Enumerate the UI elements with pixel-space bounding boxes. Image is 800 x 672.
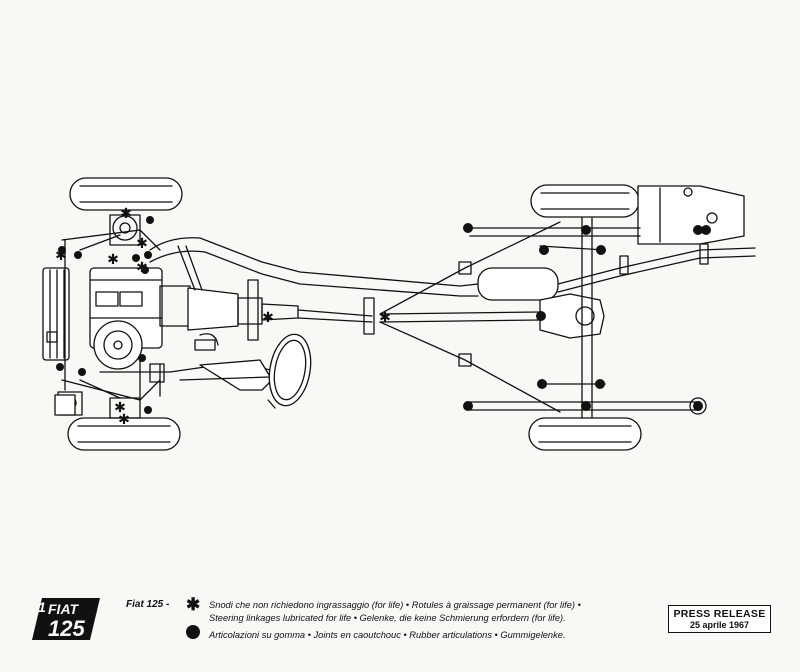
svg-text:✱: ✱ (262, 310, 274, 326)
press-release-box: PRESS RELEASE 25 aprile 1967 (668, 605, 771, 633)
rear-right-wheel (528, 417, 642, 451)
svg-text:✱: ✱ (55, 248, 67, 264)
model-label: Fiat 125 - (126, 599, 170, 610)
press-release-title: PRESS RELEASE (673, 608, 766, 620)
svg-text:✱: ✱ (120, 206, 132, 222)
svg-text:1: 1 (38, 599, 46, 615)
svg-text:✱: ✱ (379, 310, 391, 326)
svg-text:✱: ✱ (136, 236, 148, 252)
press-release-date: 25 aprile 1967 (689, 620, 750, 630)
svg-text:FIAT: FIAT (48, 601, 80, 617)
legend-caption: Fiat 125 - ✱ Snodi che non richiedono in… (126, 595, 656, 643)
radiator (42, 267, 70, 361)
propeller-shaft (297, 297, 541, 335)
steering-wheel (267, 333, 312, 409)
filled-dot-icon (186, 625, 200, 639)
rear-axle (539, 217, 605, 419)
lubricated-legend-line-2: Steering linkages lubricated for life • … (209, 612, 566, 623)
fuel-tank (637, 185, 745, 245)
fiat-125-logo: 1 FIAT 125 (32, 598, 100, 641)
exhaust-pipe (149, 237, 756, 301)
lubricated-legend-line-1: Snodi che non richiedono ingrassaggio (f… (209, 600, 581, 610)
gearbox (187, 279, 299, 341)
svg-text:✱: ✱ (107, 252, 119, 268)
engine-block (89, 267, 191, 370)
front-left-knuckle (109, 214, 141, 246)
asterisk-icon: ✱ (186, 595, 201, 614)
steering-linkage (99, 339, 301, 401)
front-left-wheel (69, 177, 183, 211)
svg-text:125: 125 (48, 616, 85, 641)
rubber-legend-line: Articolazioni su gomma • Joints en caout… (209, 629, 566, 640)
svg-text:✱: ✱ (118, 412, 130, 428)
rear-left-wheel (530, 184, 640, 218)
front-right-wheel (67, 417, 181, 451)
svg-text:✱: ✱ (114, 400, 126, 416)
